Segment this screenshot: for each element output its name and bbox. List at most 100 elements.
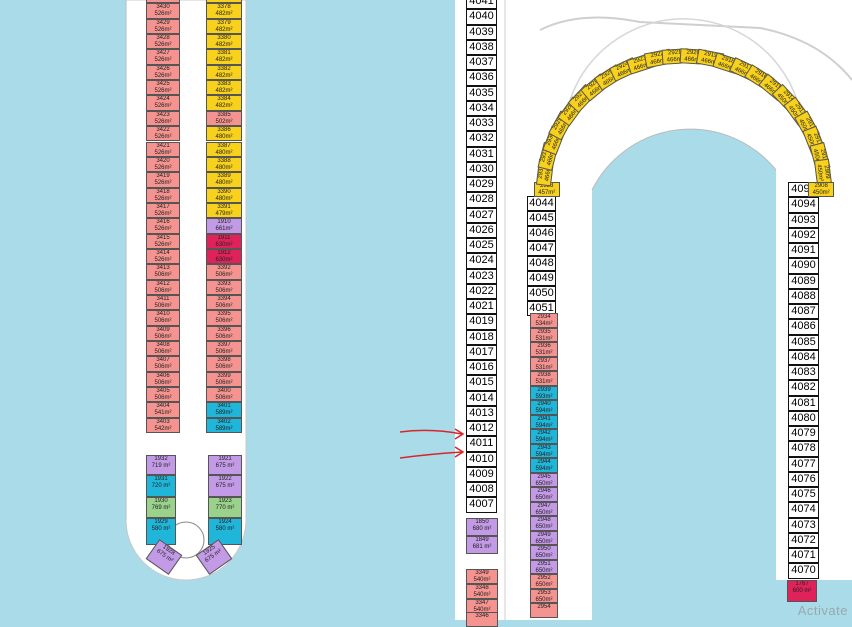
lot-box-4044[interactable]: 4044 (527, 196, 556, 211)
lot-box-4023[interactable]: 4023 (466, 268, 497, 284)
lot-box-4074[interactable]: 4074 (788, 502, 819, 518)
lot-box-4084[interactable]: 4084 (788, 349, 819, 365)
lot-box-4013[interactable]: 4013 (466, 405, 497, 421)
lot-box-4017[interactable]: 4017 (466, 344, 497, 360)
lot-box-4027[interactable]: 4027 (466, 207, 497, 223)
lot-box-4071[interactable]: 4071 (788, 548, 819, 564)
lot-box-4008[interactable]: 4008 (466, 482, 497, 498)
lot-2954[interactable]: 2954 (530, 603, 558, 618)
lot-box-4073[interactable]: 4073 (788, 517, 819, 533)
lot-box-4021[interactable]: 4021 (466, 299, 497, 315)
lot-box-4092[interactable]: 4092 (788, 227, 819, 243)
lot-box-4082[interactable]: 4082 (788, 380, 819, 396)
lot-box-4019[interactable]: 4019 (466, 314, 497, 330)
lot-box-4040[interactable]: 4040 (466, 9, 497, 25)
lot-3431[interactable]: 3431526m² (146, 0, 180, 4)
lot-box-4014[interactable]: 4014 (466, 390, 497, 406)
lot-box-4080[interactable]: 4080 (788, 410, 819, 426)
lot-box-4032[interactable]: 4032 (466, 131, 497, 147)
lot-box-4037[interactable]: 4037 (466, 55, 497, 71)
lot-box-4072[interactable]: 4072 (788, 532, 819, 548)
lot-3377[interactable]: 3377482m² (206, 0, 242, 4)
lot-box-4050[interactable]: 4050 (527, 286, 556, 301)
lot-box-4047[interactable]: 4047 (527, 241, 556, 256)
lot-box-4070[interactable]: 4070 (788, 563, 819, 579)
lot-box-4026[interactable]: 4026 (466, 222, 497, 238)
lot-box-4045[interactable]: 4045 (527, 211, 556, 226)
lot-box-4036[interactable]: 4036 (466, 70, 497, 86)
lot-box-4078[interactable]: 4078 (788, 441, 819, 457)
lot-box-4094[interactable]: 4094 (788, 197, 819, 213)
lot-box-4010[interactable]: 4010 (466, 451, 497, 467)
lot-box-4018[interactable]: 4018 (466, 329, 497, 345)
lot-box-4090[interactable]: 4090 (788, 258, 819, 274)
lot-box-4041[interactable]: 4041 (466, 0, 497, 10)
lot-box-4079[interactable]: 4079 (788, 426, 819, 442)
lot-box-4038[interactable]: 4038 (466, 39, 497, 55)
lot-box-4077[interactable]: 4077 (788, 456, 819, 472)
lot-box-4088[interactable]: 4088 (788, 288, 819, 304)
lot-box-4081[interactable]: 4081 (788, 395, 819, 411)
lot-box-4093[interactable]: 4093 (788, 212, 819, 228)
lot-box-4011[interactable]: 4011 (466, 436, 497, 452)
lot-box-4025[interactable]: 4025 (466, 238, 497, 254)
